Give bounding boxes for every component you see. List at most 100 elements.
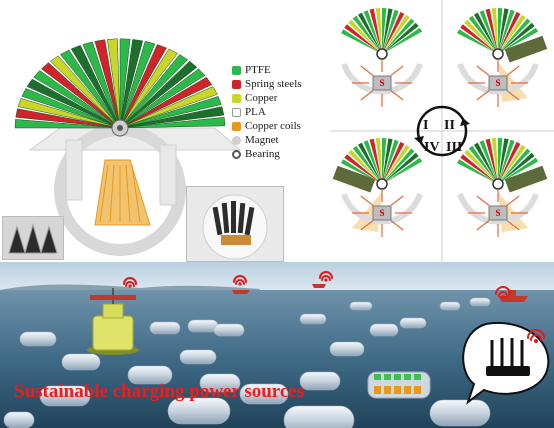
fan-blade [348, 19, 382, 54]
legend-swatch [232, 107, 241, 117]
legend-item-ptfe: PTFE [232, 64, 271, 76]
fan-blade [119, 76, 213, 129]
magnet-pole-label: S [379, 78, 384, 88]
photo-folded-blades [2, 216, 64, 260]
fan-blade [352, 145, 382, 184]
field-line [360, 195, 374, 206]
field-line [360, 90, 374, 101]
fan-blade [457, 159, 498, 184]
fan-blade [119, 38, 131, 129]
fan-blade [382, 9, 399, 55]
bearing-icon [376, 178, 388, 190]
fan-blade [382, 138, 393, 184]
fan-blade [473, 12, 498, 54]
legend-label: Spring steels [245, 78, 302, 90]
bearing-icon [492, 178, 504, 190]
fan-blade [119, 96, 222, 129]
fan-blade [498, 138, 503, 184]
legend-swatch [232, 79, 241, 89]
fan-blade [119, 106, 225, 129]
fan-blade [119, 60, 198, 129]
fan-blade [460, 24, 498, 54]
field-line [506, 195, 520, 206]
fan-blade [369, 8, 382, 55]
ptfe-fan-blades [14, 38, 226, 129]
fan-blade [119, 41, 156, 129]
fan-blade [457, 29, 498, 54]
fan-blade [468, 145, 498, 184]
fan-blade [382, 152, 419, 184]
field-line [476, 220, 490, 231]
fan-blade [119, 116, 226, 129]
fan-blade [344, 24, 382, 54]
fan-blade [49, 55, 121, 129]
legend-item-bearing: Bearing [232, 148, 280, 160]
stage-label-ii: II [444, 118, 455, 133]
floating-generator-tube [39, 385, 91, 407]
floating-generator-tube [127, 365, 173, 385]
legend-swatch [232, 135, 241, 145]
floating-generator-tube [179, 349, 217, 365]
fan-blade [41, 62, 121, 129]
fan-blade [479, 140, 498, 184]
stage-label-iii: III [446, 140, 463, 155]
fan-blade [119, 39, 143, 129]
fan-blade [382, 8, 387, 54]
field-line [390, 65, 404, 76]
fan-blade [352, 15, 382, 55]
fan-blade [382, 8, 393, 54]
fan-blade [464, 149, 498, 184]
fan-blade [382, 27, 423, 54]
fan-blade [375, 8, 382, 54]
fan-blade [119, 48, 178, 129]
legend-item-spring-steels: Spring steels [232, 78, 302, 90]
fan-blade [382, 11, 405, 54]
fan-blade [17, 98, 121, 129]
fan-blade [498, 14, 526, 54]
fan-blade [382, 157, 423, 184]
fan-blade [119, 54, 189, 129]
legend-item-copper-coils: Copper coils [232, 120, 301, 132]
field-line [360, 220, 374, 231]
fan-blade [119, 44, 167, 129]
legend-label: Bearing [245, 148, 280, 160]
fan-blade [14, 119, 121, 129]
legend-swatch [232, 121, 241, 131]
fan-blade [460, 154, 498, 184]
fan-blade [382, 14, 410, 54]
fan-blade [498, 18, 531, 54]
field-line [476, 195, 490, 206]
fan-blade [498, 138, 509, 184]
cycle-arrow-circle [416, 105, 468, 157]
deflected-blade [332, 165, 376, 193]
fan-blade [498, 152, 535, 184]
bearing-icon [376, 48, 388, 60]
field-line [390, 195, 404, 206]
floating-generator-tube [3, 411, 35, 428]
deflected-blade [504, 35, 548, 63]
legend-item-copper: Copper [232, 92, 277, 104]
fan-blade [348, 149, 382, 184]
floating-generator-tube [299, 313, 327, 325]
fan-blade [382, 22, 419, 54]
magnet [372, 75, 392, 91]
legend-item-pla: PLA [232, 106, 266, 118]
bearing-icon [232, 149, 241, 159]
fan-blade [82, 41, 121, 129]
ocean-scene-svg [0, 262, 554, 428]
fan-blade [369, 138, 382, 184]
fan-blade [498, 139, 515, 184]
wifi-icon [123, 271, 545, 341]
legend-label: Magnet [245, 134, 279, 146]
fan-blade [94, 39, 121, 129]
photo-device-prototype [186, 186, 284, 262]
floating-generator-tube [61, 353, 101, 371]
fan-blade [107, 38, 121, 129]
fan-blade [491, 138, 498, 184]
fan-blade [485, 8, 498, 55]
fan-blade [498, 22, 535, 54]
cycle-stage-4: S [332, 138, 423, 237]
magnet-pole-label: S [379, 208, 384, 218]
ships [232, 284, 528, 302]
device-illustration-panel: PTFE Spring steels Copper PLA Copper coi… [0, 0, 322, 262]
